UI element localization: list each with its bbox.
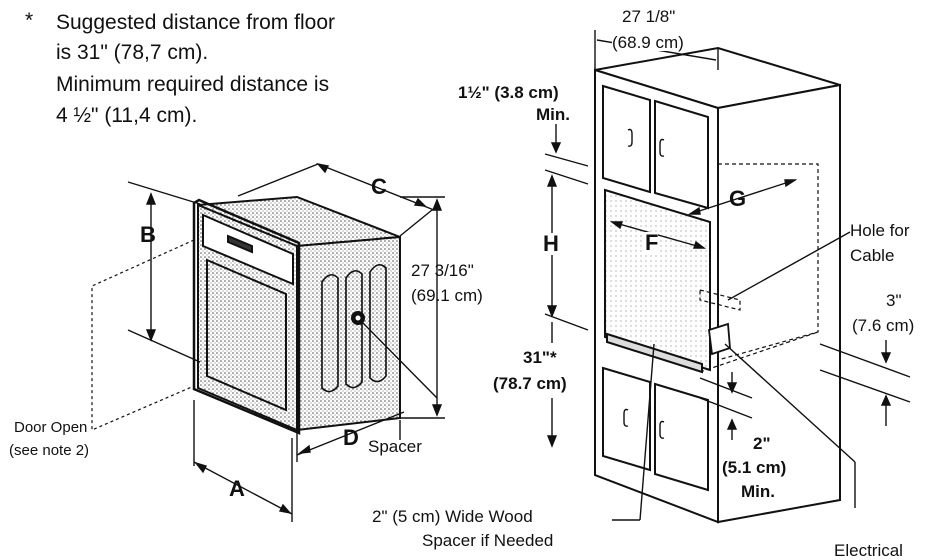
label-c: C xyxy=(371,174,387,199)
label-f: F xyxy=(645,230,659,255)
electrical-label: Electrical xyxy=(834,541,903,560)
cabinet-width-cm: (68.9 cm) xyxy=(612,33,684,52)
note-asterisk: * xyxy=(25,9,34,32)
oven-height-in: 27 3/16" xyxy=(411,261,474,280)
label-a: A xyxy=(229,476,245,501)
top-clearance-min: Min. xyxy=(536,105,570,124)
note-line-3: Minimum required distance is xyxy=(56,73,330,96)
label-h: H xyxy=(543,231,559,256)
bottom-clearance-cm: (5.1 cm) xyxy=(722,458,787,477)
spacer-label: Spacer xyxy=(368,437,422,456)
door-open-outline xyxy=(91,239,195,431)
cabinet-dimensions xyxy=(544,30,911,521)
three-inch-label: 3" xyxy=(886,291,902,310)
oven-height-cm: (69.1 cm) xyxy=(411,286,483,305)
bottom-clearance-min: Min. xyxy=(741,482,775,501)
floor-distance-in: 31"* xyxy=(523,348,557,367)
see-note-label: (see note 2) xyxy=(9,442,90,459)
opening-depth-outline xyxy=(699,163,819,373)
cabinet-width-in: 27 1/8" xyxy=(622,7,676,26)
label-b: B xyxy=(140,222,156,247)
note-line-1: Suggested distance from floor xyxy=(56,11,335,34)
oven-illustration xyxy=(192,195,438,435)
wood-spacer-label-2: Spacer if Needed xyxy=(422,531,554,550)
door-open-label: Door Open xyxy=(14,419,88,436)
cabinet-illustration xyxy=(594,46,841,524)
label-g: G xyxy=(729,186,747,211)
oven-dimensions xyxy=(127,162,445,522)
hole-label-1: Hole for xyxy=(850,221,910,240)
label-d: D xyxy=(343,425,359,450)
note-line-2: is 31" (78,7 cm). xyxy=(56,41,209,64)
bottom-clearance-in: 2" xyxy=(753,434,771,453)
note-line-4: 4 ½" (11,4 cm). xyxy=(56,104,198,127)
floor-distance-cm: (78.7 cm) xyxy=(493,374,567,393)
three-cm-label: (7.6 cm) xyxy=(852,316,915,335)
wood-spacer-label-1: 2" (5 cm) Wide Wood xyxy=(372,507,533,526)
hole-label-2: Cable xyxy=(850,246,895,265)
electrical-box xyxy=(708,322,856,508)
top-clearance-label: 1½" (3.8 cm) xyxy=(458,83,559,102)
